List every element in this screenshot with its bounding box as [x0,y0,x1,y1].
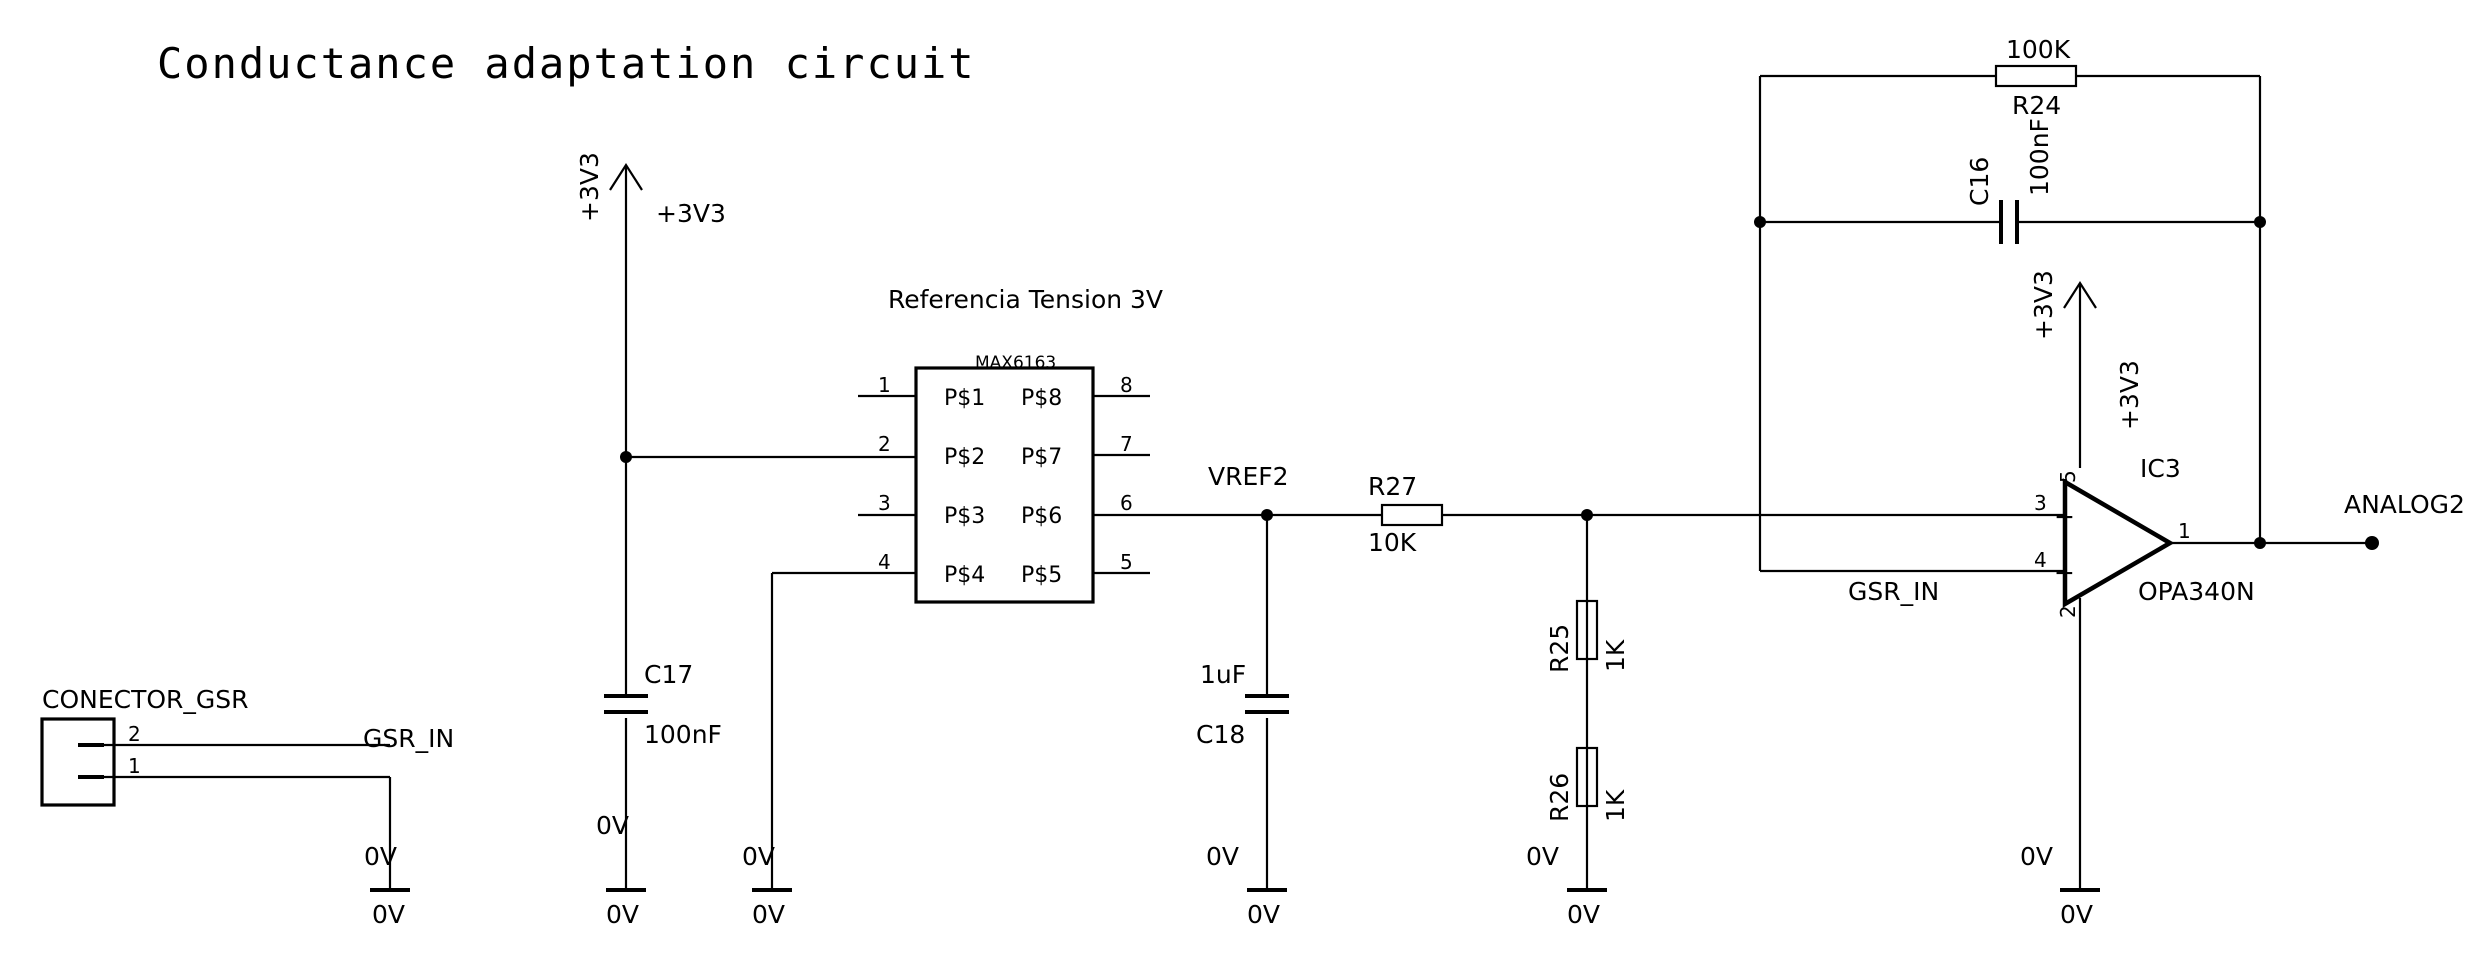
pin-number: 8 [1120,373,1133,397]
pin-name: P$6 [1021,504,1062,529]
ground-label: 0V [2060,900,2093,929]
output-net-label: ANALOG2 [2344,490,2465,519]
pin-number: 2 [878,432,891,456]
pin-number: 5 [1120,550,1133,574]
opamp-pin-minus-number: 4 [2034,548,2047,572]
connector-pin-bottom-number: 1 [128,754,141,778]
opamp-pin-out-number: 1 [2178,519,2191,543]
capacitor-c18-value: 1uF [1200,660,1246,689]
ground-symbol: 0V 0V [1526,842,1607,929]
opamp-part-number: OPA340N [2138,577,2255,606]
feedback-network [1754,74,2266,573]
junction-dot [2254,537,2266,549]
pin-number: 6 [1120,491,1133,515]
ground-symbol: 0V 0V [1206,842,1287,929]
ground-label: 0V [372,900,405,929]
ground-label: 0V [1206,842,1239,871]
resistor-r24-value: 100K [2006,35,2071,64]
capacitor-c16: C16 100nF [1965,118,2054,244]
opamp-supply-arrow-label: +3V3 [2029,270,2058,340]
resistor-r26-name: R26 [1545,773,1574,822]
pin-name: P$5 [1021,563,1062,588]
pin-name: P$4 [944,563,985,588]
capacitor-c18: 1uF C18 [1196,515,1289,890]
junction-dot [2254,216,2266,228]
pin-name: P$7 [1021,445,1062,470]
ground-label: 0V [596,811,629,840]
resistor-r25-name: R25 [1545,624,1574,673]
reference-heading: Referencia Tension 3V [888,285,1163,314]
left-supply: +3V3 +3V3 [575,152,916,890]
opamp-supply-net-label: +3V3 [2115,360,2144,430]
pin-name: P$8 [1021,386,1062,411]
opamp-pin-vcc-number: 5 [2056,470,2080,483]
ground-label: 0V [364,842,397,871]
resistor-r24: 100K R24 [1994,35,2078,120]
opamp-supply-arrow [2063,280,2097,309]
ground-label: 0V [606,900,639,929]
reference-ic-body [914,366,1095,604]
resistor-r25-value: 1K [1601,639,1630,672]
left-supply-arrow [609,162,643,191]
connector-pin-top-number: 2 [128,722,141,746]
ground-label: 0V [1567,900,1600,929]
opamp-designator: IC3 [2140,454,2181,483]
ground-label: 0V [2020,842,2053,871]
resistor-r27-body [1380,503,1444,527]
ground-symbol: 0V 0V [364,842,410,929]
schematic-title: Conductance adaptation circuit [157,39,976,88]
ground-symbol: 0V 0V [742,842,792,929]
pin-number: 7 [1120,432,1133,456]
resistor-r25-body [1575,599,1599,661]
capacitor-c17: C17 100nF [604,660,722,749]
opamp-minus-sign: − [2054,558,2075,587]
resistor-r26-body [1575,746,1599,808]
capacitor-c16-name: C16 [1965,157,1994,206]
left-supply-arrow-label: +3V3 [575,152,604,222]
opamp-pin-gnd-number: 2 [2056,605,2080,618]
junction-dot [1754,216,1766,228]
divider-r25-r26: R25 1K R26 1K [1545,515,1630,890]
resistor-r27: R27 10K [1368,472,1444,557]
pin-name: P$3 [944,504,985,529]
voltage-reference-ic: Referencia Tension 3V MAX6163 1 2 3 4 8 … [770,285,1163,890]
resistor-r26-value: 1K [1601,789,1630,822]
opamp-plus-sign: + [2054,502,2075,531]
connector-net-label: GSR_IN [363,724,454,753]
capacitor-c16-value: 100nF [2025,118,2054,196]
pin-number: 4 [878,550,891,574]
opamp-pin-plus-number: 3 [2034,491,2047,515]
vref-net: VREF2 [1093,462,2065,521]
vref-net-label: VREF2 [1208,462,1289,491]
pin-name: P$1 [944,386,985,411]
ground-symbol: 0V 0V [596,811,646,929]
resistor-r24-name: R24 [2012,91,2061,120]
ground-label: 0V [1247,900,1280,929]
capacitor-c18-name: C18 [1196,720,1245,749]
capacitor-c17-value: 100nF [644,720,722,749]
connector-body [40,717,116,807]
opamp-ic3: +3V3 +3V3 ANALOG2 + − 3 4 1 5 2 IC3 OPA3… [1848,270,2465,890]
resistor-r27-value: 10K [1368,528,1417,557]
output-terminal [2365,536,2379,550]
left-supply-net-label: +3V3 [656,199,726,228]
ground-label: 0V [1526,842,1559,871]
capacitor-c17-name: C17 [644,660,693,689]
opamp-body [2062,478,2175,608]
reference-part-number: MAX6163 [975,353,1056,373]
ground-symbols: 0V 0V 0V 0V 0V 0V 0V 0V 0V 0V 0V 0V [364,811,2100,929]
connector-gsr: CONECTOR_GSR 2 1 GSR_IN [40,685,454,890]
resistor-r24-body [1994,64,2078,88]
ground-label: 0V [752,900,785,929]
ground-symbol: 0V 0V [2020,842,2100,929]
connector-name: CONECTOR_GSR [42,685,249,714]
pin-number: 1 [878,373,891,397]
opamp-input-net-label: GSR_IN [1848,577,1939,606]
resistor-r27-name: R27 [1368,472,1417,501]
pin-number: 3 [878,491,891,515]
ground-label: 0V [742,842,775,871]
pin-name: P$2 [944,445,985,470]
